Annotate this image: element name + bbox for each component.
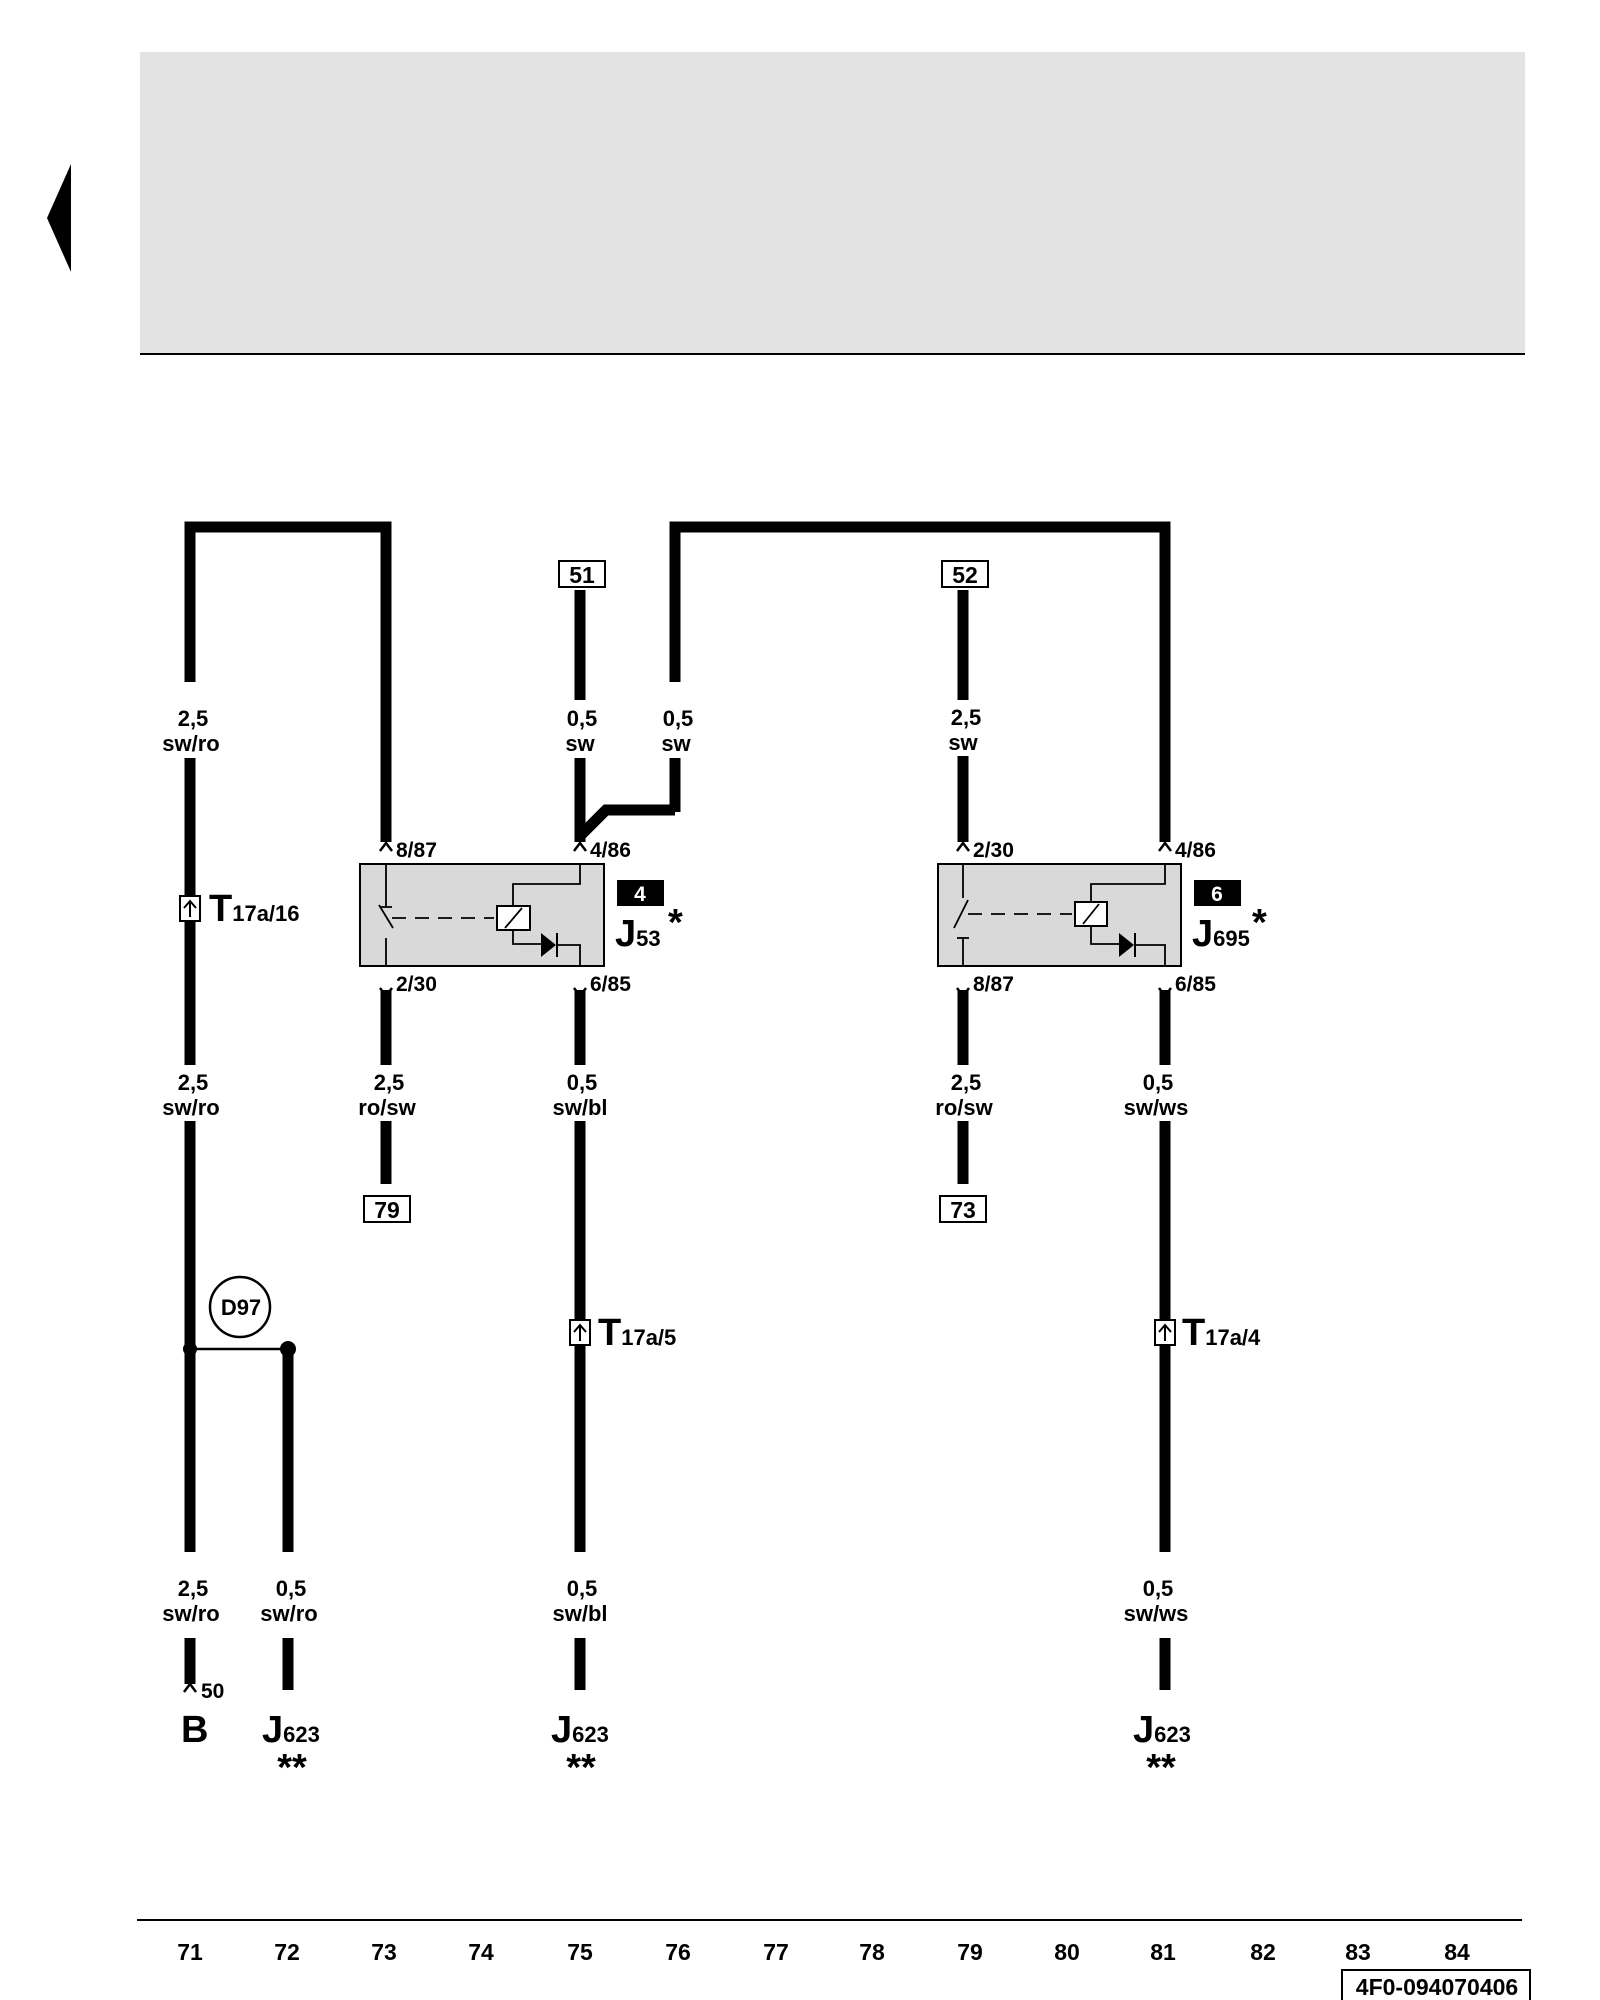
- relay-j695-box: [937, 863, 1182, 967]
- j695-pin-6-85: 6/85: [1175, 973, 1216, 996]
- ref-box-73-label: 73: [950, 1197, 976, 1223]
- column-number: 73: [371, 1939, 397, 1965]
- column-number: 82: [1250, 1939, 1276, 1965]
- terminal-j623-81-note: **: [1146, 1747, 1176, 1789]
- ref-box-79: [363, 1195, 411, 1223]
- column-number: 78: [859, 1939, 885, 1965]
- wire-79-mid-size: 2,5: [951, 1070, 982, 1095]
- column-number: 72: [274, 1939, 300, 1965]
- wire-73-mid-size: 2,5: [374, 1070, 405, 1095]
- wire-75-mid-color: sw/bl: [552, 1095, 607, 1120]
- ref-box-52-label: 52: [952, 562, 978, 588]
- j53-pin-6-85: 6/85: [590, 973, 631, 996]
- wire-75-top-size: 0,5: [567, 706, 598, 731]
- wire-76-top: [669, 521, 1171, 842]
- wire-76-top-color: sw: [661, 731, 691, 756]
- terminal-j623-72: J623: [262, 1709, 320, 1751]
- relay-j695-position: 6: [1211, 883, 1223, 906]
- ref-box-79-label: 79: [374, 1197, 400, 1223]
- ref-box-51-label: 51: [569, 562, 595, 588]
- wire-81-mid-size: 0,5: [1143, 1070, 1174, 1095]
- ref-box-51: [558, 560, 606, 588]
- splice-d97-circle: [208, 1275, 272, 1339]
- splice-d97-label: D97: [221, 1295, 261, 1320]
- terminal-b-pin-arrow: [183, 1681, 197, 1693]
- terminal-j623-75-note: **: [566, 1747, 596, 1789]
- column-number: 79: [957, 1939, 983, 1965]
- wire-81-bot-size: 0,5: [1143, 1576, 1174, 1601]
- wire-79-top-color: sw: [948, 730, 978, 755]
- connector-t17a5-label: T17a/5: [598, 1312, 676, 1354]
- header-panel: [140, 52, 1525, 354]
- terminal-j623-81: J623: [1133, 1709, 1191, 1751]
- wire-71-mid-size: 2,5: [178, 1070, 209, 1095]
- j695-pin-4-86: 4/86: [1175, 839, 1216, 862]
- relay-j53-position-badge: [617, 880, 664, 906]
- wire-75-bot-size: 0,5: [567, 1576, 598, 1601]
- diagram-code: 4F0-094070406: [1356, 1974, 1518, 2000]
- wire-71-bot-color: sw/ro: [162, 1601, 219, 1626]
- column-number: 75: [567, 1939, 593, 1965]
- terminal-j623-75: J623: [551, 1709, 609, 1751]
- relay-j53-box: [359, 863, 605, 967]
- relay-j695-diode-icon: [1119, 933, 1134, 957]
- wire-71-top: [184, 521, 392, 842]
- relay-j695-position-badge: [1194, 880, 1241, 906]
- wire-79-top-size: 2,5: [951, 705, 982, 730]
- j53-pin-2-30: 2/30: [396, 973, 437, 996]
- relay-j53-diode-icon: [541, 933, 556, 957]
- ref-box-52: [941, 560, 989, 588]
- diagram-code-box: [1341, 1969, 1531, 2000]
- connector-t17a4-label: T17a/4: [1182, 1312, 1261, 1354]
- column-number: 71: [177, 1939, 203, 1965]
- wire-75-mid-size: 0,5: [567, 1070, 598, 1095]
- j695-pin-2-30: 2/30: [973, 839, 1014, 862]
- wire-76-top-size: 0,5: [663, 706, 694, 731]
- relay-j695-star: *: [1252, 902, 1267, 944]
- wire-75-top-color: sw: [565, 731, 595, 756]
- wire-71-top-size: 2,5: [178, 706, 209, 731]
- terminal-j623-72-note: **: [277, 1747, 307, 1789]
- connector-t17a16-label: T17a/16: [209, 888, 300, 930]
- wire-75-bot-color: sw/bl: [552, 1601, 607, 1626]
- wire-72-bot-size: 0,5: [276, 1576, 307, 1601]
- column-number: 77: [763, 1939, 789, 1965]
- splice-dot-71: [183, 1342, 197, 1356]
- wire-71-bot-size: 2,5: [178, 1576, 209, 1601]
- prev-page-arrow-icon[interactable]: [47, 164, 71, 272]
- wire-81-mid-color: sw/ws: [1124, 1095, 1189, 1120]
- relay-j53-label: J53: [615, 913, 661, 955]
- column-number: 80: [1054, 1939, 1080, 1965]
- column-number: 81: [1150, 1939, 1176, 1965]
- relay-j53-position: 4: [634, 883, 646, 906]
- column-number: 84: [1444, 1939, 1470, 1965]
- terminal-b-pin: 50: [201, 1680, 224, 1703]
- ref-box-73: [939, 1195, 987, 1223]
- wire-71-top-color: sw/ro: [162, 731, 219, 756]
- column-number: 83: [1345, 1939, 1371, 1965]
- wire-76-junction: [576, 804, 675, 840]
- column-numbers: 71 72 73 74 75 76 77 78 79 80 81 82 83 84: [177, 1939, 1470, 1965]
- j695-pin-8-87: 8/87: [973, 973, 1014, 996]
- wire-73-mid-color: ro/sw: [358, 1095, 416, 1120]
- wire-71-mid-color: sw/ro: [162, 1095, 219, 1120]
- j53-pin-8-87: 8/87: [396, 839, 437, 862]
- wire-79-mid-color: ro/sw: [935, 1095, 993, 1120]
- terminal-b-label: B: [181, 1709, 208, 1751]
- relay-j53-star: *: [668, 902, 683, 944]
- wire-72-bot-color: sw/ro: [260, 1601, 317, 1626]
- column-number: 76: [665, 1939, 691, 1965]
- column-number: 74: [468, 1939, 494, 1965]
- wire-81-bot-color: sw/ws: [1124, 1601, 1189, 1626]
- relay-j695-label: J695: [1192, 913, 1250, 955]
- j53-pin-4-86: 4/86: [590, 839, 631, 862]
